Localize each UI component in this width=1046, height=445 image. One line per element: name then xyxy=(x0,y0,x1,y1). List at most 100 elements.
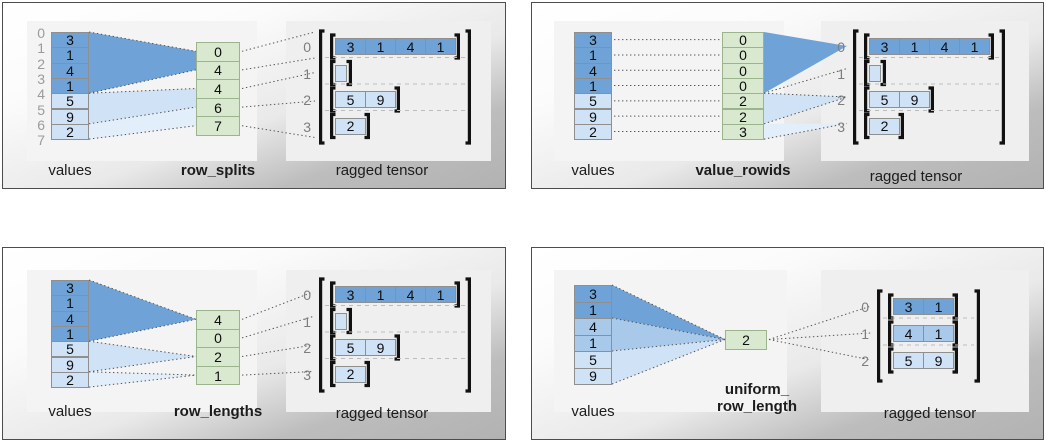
encoding-cell: 0 xyxy=(722,32,764,49)
tensor-caption: ragged tensor xyxy=(869,168,963,185)
values-cell: 1 xyxy=(574,301,612,319)
tensor-cell: 4 xyxy=(395,38,426,55)
tensor-cell: 1 xyxy=(923,298,954,315)
tensor-cell: 1 xyxy=(959,38,990,55)
encoding-caption: row_lengths xyxy=(173,403,263,420)
tensor-cell: 2 xyxy=(335,365,366,383)
values-caption: values xyxy=(48,403,92,420)
tensor-row-label: 2 xyxy=(303,340,311,356)
tensor-row-label: 0 xyxy=(303,39,311,55)
tensor-row-label: 1 xyxy=(837,65,845,82)
values-cell: 2 xyxy=(574,123,612,141)
tensor-cell: 1 xyxy=(425,286,456,303)
values-cell: 5 xyxy=(574,351,612,369)
tensor-cell: 1 xyxy=(923,325,954,342)
encoding-cell: 7 xyxy=(196,116,240,136)
tensor-cell: 9 xyxy=(923,352,954,369)
values-cell: 3 xyxy=(51,32,89,49)
values-cell: 4 xyxy=(574,62,612,79)
tensor-caption: ragged tensor xyxy=(883,405,977,422)
values-caption: values xyxy=(48,162,92,179)
tensor-cell: 2 xyxy=(335,117,366,135)
encoding-cell: 2 xyxy=(722,93,764,110)
values-cell: 3 xyxy=(574,32,612,49)
values-index-label: 6 xyxy=(37,116,45,133)
values-index-label: 5 xyxy=(37,101,45,118)
encoding-cell: 4 xyxy=(196,79,240,99)
tensor-row-label: 0 xyxy=(861,299,869,315)
tensor-cell: 1 xyxy=(899,38,930,55)
tensor-row-label: 3 xyxy=(303,118,311,135)
values-cell: 9 xyxy=(51,356,89,373)
tensor-cell: 3 xyxy=(335,286,366,303)
values-index-label: 3 xyxy=(37,70,45,87)
values-cell: 9 xyxy=(574,367,612,385)
tensor-cell: 5 xyxy=(869,91,900,108)
values-cell: 9 xyxy=(574,108,612,125)
values-index-label: 0 xyxy=(37,25,45,41)
tensor-cell: 1 xyxy=(365,38,396,55)
tensor-row-label: 1 xyxy=(861,326,869,342)
values-cell: 1 xyxy=(574,334,612,352)
values-cell: 1 xyxy=(51,77,89,95)
tensor-row-label: 2 xyxy=(837,92,845,108)
tensor-row-label: 3 xyxy=(303,366,311,383)
tensor-caption: ragged tensor xyxy=(335,162,429,179)
encoding-cell: 1 xyxy=(196,365,240,386)
encoding-cell: 0 xyxy=(722,47,764,64)
encoding-cell: 2 xyxy=(196,347,240,367)
tensor-cell: 4 xyxy=(893,325,924,342)
tensor-cell: 3 xyxy=(893,298,924,315)
values-index-label: 2 xyxy=(37,55,45,72)
tensor-cell: 2 xyxy=(869,117,900,135)
encoding-cell: 0 xyxy=(196,328,240,349)
tensor-cell: 5 xyxy=(335,339,366,356)
tensor-empty-cell xyxy=(335,64,347,82)
values-cell: 5 xyxy=(51,93,89,110)
tensor-cell: 4 xyxy=(929,38,960,55)
tensor-empty-cell xyxy=(869,64,881,82)
tensor-cell: 1 xyxy=(365,286,396,303)
encoding-cell: 2 xyxy=(722,108,764,125)
values-index-label: 1 xyxy=(37,40,45,57)
tensor-cell: 5 xyxy=(335,91,366,108)
values-caption: values xyxy=(571,162,615,179)
encoding-cell: 3 xyxy=(722,123,764,141)
values-cell: 9 xyxy=(51,108,89,125)
encoding-cell: 6 xyxy=(196,97,240,118)
tensor-cell: 4 xyxy=(395,286,426,303)
tensor-cell: 3 xyxy=(335,38,366,55)
values-cell: 3 xyxy=(51,280,89,297)
values-index-label: 4 xyxy=(37,86,45,103)
tensor-cell: 9 xyxy=(365,91,396,108)
values-index-label: 7 xyxy=(37,132,45,149)
tensor-row-label: 1 xyxy=(303,65,311,82)
tensor-row-label: 2 xyxy=(303,92,311,108)
values-cell: 2 xyxy=(51,371,89,389)
values-cell: 5 xyxy=(51,341,89,358)
tensor-row-label: 0 xyxy=(303,287,311,303)
values-cell: 3 xyxy=(574,285,612,303)
encoding-cell: 2 xyxy=(725,330,767,350)
tensor-row-label: 3 xyxy=(837,118,845,135)
tensor-cell: 9 xyxy=(899,91,930,108)
values-cell: 2 xyxy=(51,123,89,141)
tensor-caption: ragged tensor xyxy=(335,405,429,422)
values-cell: 1 xyxy=(574,47,612,64)
tensor-cell: 5 xyxy=(893,352,924,369)
encoding-caption: uniform_ row_length xyxy=(716,381,797,415)
values-cell: 1 xyxy=(51,295,89,312)
tensor-row-label: 1 xyxy=(303,313,311,330)
encoding-cell: 0 xyxy=(196,42,240,62)
values-cell: 4 xyxy=(51,310,89,327)
values-cell: 4 xyxy=(574,318,612,336)
encoding-cell: 0 xyxy=(722,62,764,79)
tensor-cell: 9 xyxy=(365,339,396,356)
tensor-cell: 1 xyxy=(425,38,456,55)
tensor-cell: 3 xyxy=(869,38,900,55)
encoding-cell: 4 xyxy=(196,310,240,330)
values-cell: 5 xyxy=(574,93,612,110)
values-cell: 1 xyxy=(574,77,612,95)
encoding-cell: 0 xyxy=(722,77,764,95)
